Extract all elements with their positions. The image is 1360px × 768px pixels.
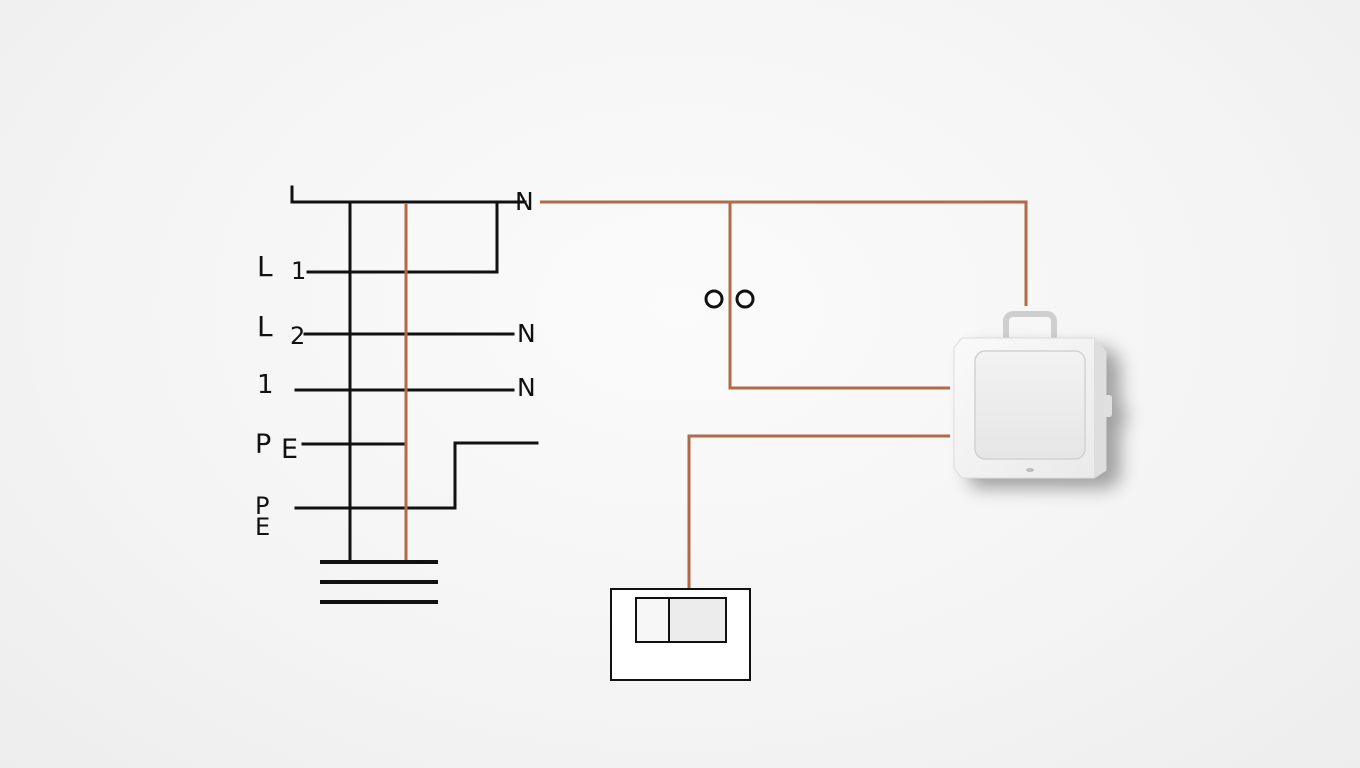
label-pe-p: P <box>255 429 271 460</box>
label-l1-letter: L <box>257 250 273 283</box>
wall-switch-rocker-edge <box>635 597 670 643</box>
label-pe2-e: E <box>255 513 270 541</box>
label-top-l: L <box>286 204 287 205</box>
switch-leg-wire <box>687 434 950 588</box>
label-top-n: N <box>515 187 534 216</box>
top-bus-line <box>290 185 527 204</box>
ground-symbol-icon <box>320 560 438 604</box>
label-l1-digit: 1 <box>291 257 306 285</box>
junction-box-face <box>974 350 1086 460</box>
black-wiring <box>290 185 539 562</box>
neutral-feed-wire <box>540 200 1028 306</box>
label-l2-letter: L <box>257 310 273 343</box>
label-line3-digit: 1 <box>257 370 274 400</box>
switch-loop-wire <box>728 202 950 390</box>
junction-box-icon <box>953 311 1112 479</box>
contact-symbol-icon <box>704 289 755 309</box>
label-l2-n: N <box>517 319 536 348</box>
label-pe2-p: P <box>255 492 269 520</box>
labels: L N L 1 L 2 N 1 N P E P E oo <box>255 187 536 541</box>
copper-wiring <box>404 200 1028 588</box>
label-l2-digit: 2 <box>290 322 305 350</box>
junction-box-hook <box>1003 311 1057 338</box>
wall-switch-icon <box>610 588 751 681</box>
pe-step-line <box>294 441 539 510</box>
top-loop-line <box>306 200 499 274</box>
label-line3-n: N <box>517 373 536 402</box>
label-pe-e: E <box>281 434 298 465</box>
